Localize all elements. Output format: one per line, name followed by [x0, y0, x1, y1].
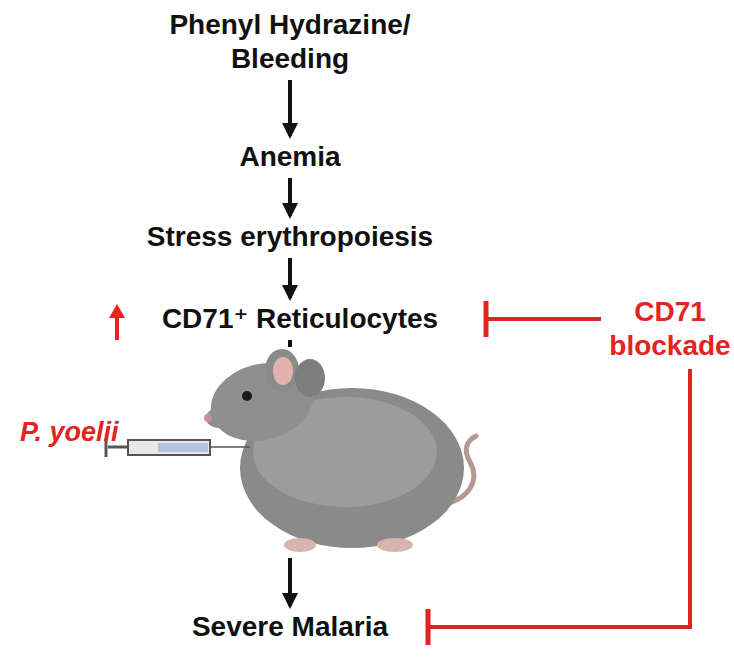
step-text: Severe Malaria	[160, 610, 420, 644]
parasite-label: P. yoelii	[20, 416, 119, 448]
flow-step: CD71 blockade	[605, 295, 734, 363]
flow-arrow	[288, 258, 292, 298]
syringe-fluid	[158, 443, 208, 452]
syringe-needle	[210, 446, 250, 448]
flow-step: Anemia	[140, 140, 440, 174]
picture-backdrop	[195, 347, 478, 558]
flow-step: CD71⁺ Reticulocytes	[120, 302, 480, 336]
step-text: CD71⁺ Reticulocytes	[120, 302, 480, 336]
mouse-foot	[284, 538, 316, 552]
increase-arrow-shaft	[115, 316, 119, 340]
flow-arrow	[288, 80, 292, 136]
flow-step: Phenyl Hydrazine/ Bleeding	[140, 8, 440, 76]
mouse-foot	[377, 538, 413, 552]
flow-step: Stress erythropoiesis	[100, 220, 480, 254]
flow-arrow	[288, 178, 292, 216]
step-text: Phenyl Hydrazine/ Bleeding	[140, 8, 440, 76]
mouse-eye	[242, 391, 252, 401]
mouse-ear	[265, 349, 299, 391]
flow-step: Severe Malaria	[160, 610, 420, 644]
mouse-nose	[204, 414, 212, 422]
mouse-ear-inner	[273, 357, 293, 385]
syringe-barrel	[128, 440, 210, 455]
step-text: Anemia	[140, 140, 440, 174]
step-text: Stress erythropoiesis	[100, 220, 480, 254]
increase-arrow-head	[109, 304, 125, 318]
inhibition-connector	[486, 317, 601, 321]
step-text: CD71 blockade	[605, 295, 734, 363]
mouse-ear	[295, 359, 325, 397]
